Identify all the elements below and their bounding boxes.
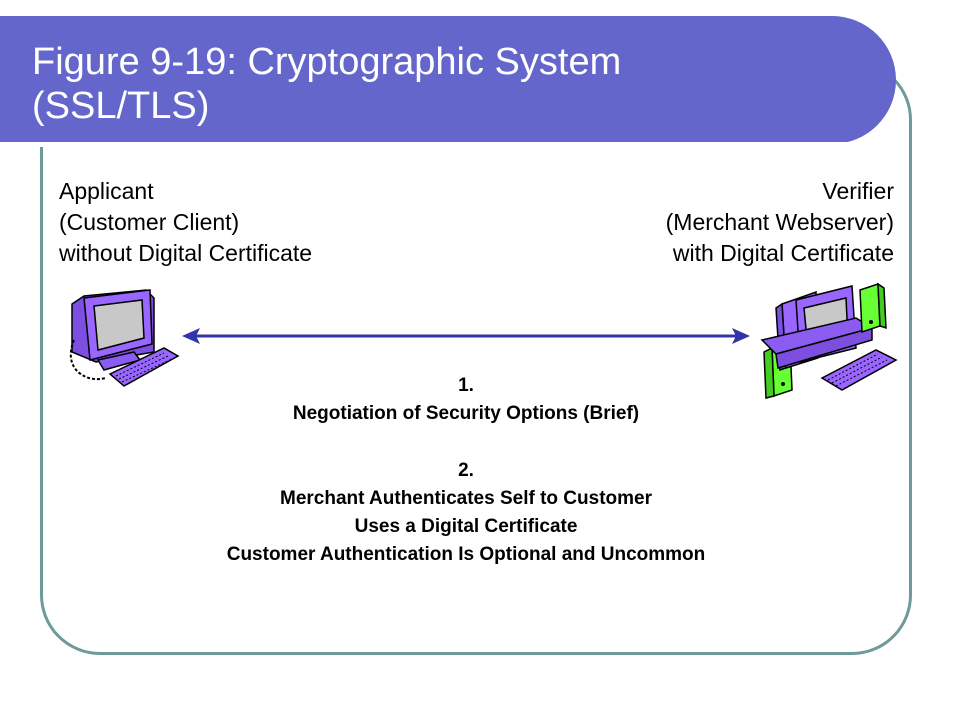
step-number: 2. — [458, 460, 474, 481]
step-description: Merchant Authenticates Self to Customer — [280, 488, 652, 509]
step-spacer — [140, 428, 792, 457]
verifier-label: Verifier (Merchant Webserver) with Digit… — [666, 176, 894, 269]
slide-title-line: (SSL/TLS) — [32, 85, 210, 127]
step-description: Customer Authentication Is Optional and … — [226, 544, 706, 565]
applicant-label-line: Applicant — [59, 178, 154, 204]
title-underline — [0, 142, 848, 147]
double-arrow — [182, 328, 750, 344]
protocol-steps: 1. Negotiation of Security Options (Brie… — [140, 372, 792, 569]
step-description: Uses a Digital Certificate — [354, 516, 578, 537]
applicant-label: Applicant (Customer Client) without Digi… — [59, 176, 312, 269]
server-computer-icon — [760, 282, 898, 399]
slide-title: Figure 9-19: Cryptographic System (SSL/T… — [32, 40, 832, 128]
verifier-label-line: (Merchant Webserver) — [665, 209, 894, 235]
slide-title-line: Figure 9-19: Cryptographic System — [32, 41, 622, 83]
step-description: Negotiation of Security Options (Brief) — [292, 403, 640, 424]
applicant-label-line: (Customer Client) — [59, 209, 240, 235]
applicant-label-line: without Digital Certificate — [59, 240, 313, 266]
verifier-label-line: with Digital Certificate — [672, 240, 894, 266]
desktop-computer-icon — [69, 289, 180, 387]
title-bar: Figure 9-19: Cryptographic System (SSL/T… — [0, 16, 896, 147]
step-number: 1. — [458, 375, 474, 396]
verifier-label-line: Verifier — [822, 178, 894, 204]
